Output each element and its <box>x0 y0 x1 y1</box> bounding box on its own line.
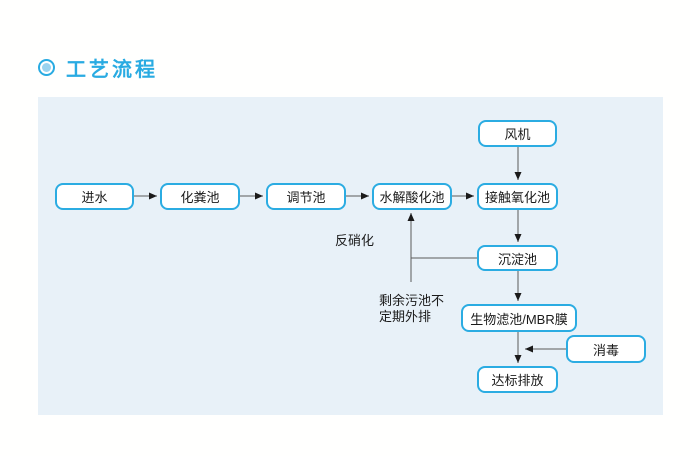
node-sedimentation-tank: 沉淀池 <box>477 245 558 271</box>
node-inflow: 进水 <box>55 183 134 210</box>
label-excess-sludge-note: 剩余污池不 定期外排 <box>379 293 444 325</box>
flow-connectors <box>134 147 566 363</box>
node-regulating-tank: 调节池 <box>266 183 346 210</box>
node-fan: 风机 <box>478 120 557 147</box>
label-excess-sludge-line1: 剩余污池不 <box>379 293 445 308</box>
page-title: 工艺流程 <box>66 59 158 81</box>
node-disinfection: 消毒 <box>566 335 646 363</box>
node-biofilter-mbr: 生物滤池/MBR膜 <box>461 304 577 332</box>
node-standard-discharge: 达标排放 <box>477 366 558 393</box>
node-contact-oxidation-tank: 接触氧化池 <box>477 183 558 210</box>
section-header: 工艺流程 <box>38 53 158 82</box>
process-flow-panel: 进水 化粪池 调节池 水解酸化池 接触氧化池 风机 沉淀池 生物滤池/MBR膜 … <box>38 97 663 415</box>
node-hydrolysis-acidification-tank: 水解酸化池 <box>372 183 452 210</box>
label-excess-sludge-line2: 定期外排 <box>379 309 432 324</box>
node-septic-tank: 化粪池 <box>160 183 240 210</box>
double-circle-icon <box>38 59 55 76</box>
label-denitrification: 反硝化 <box>335 233 375 248</box>
